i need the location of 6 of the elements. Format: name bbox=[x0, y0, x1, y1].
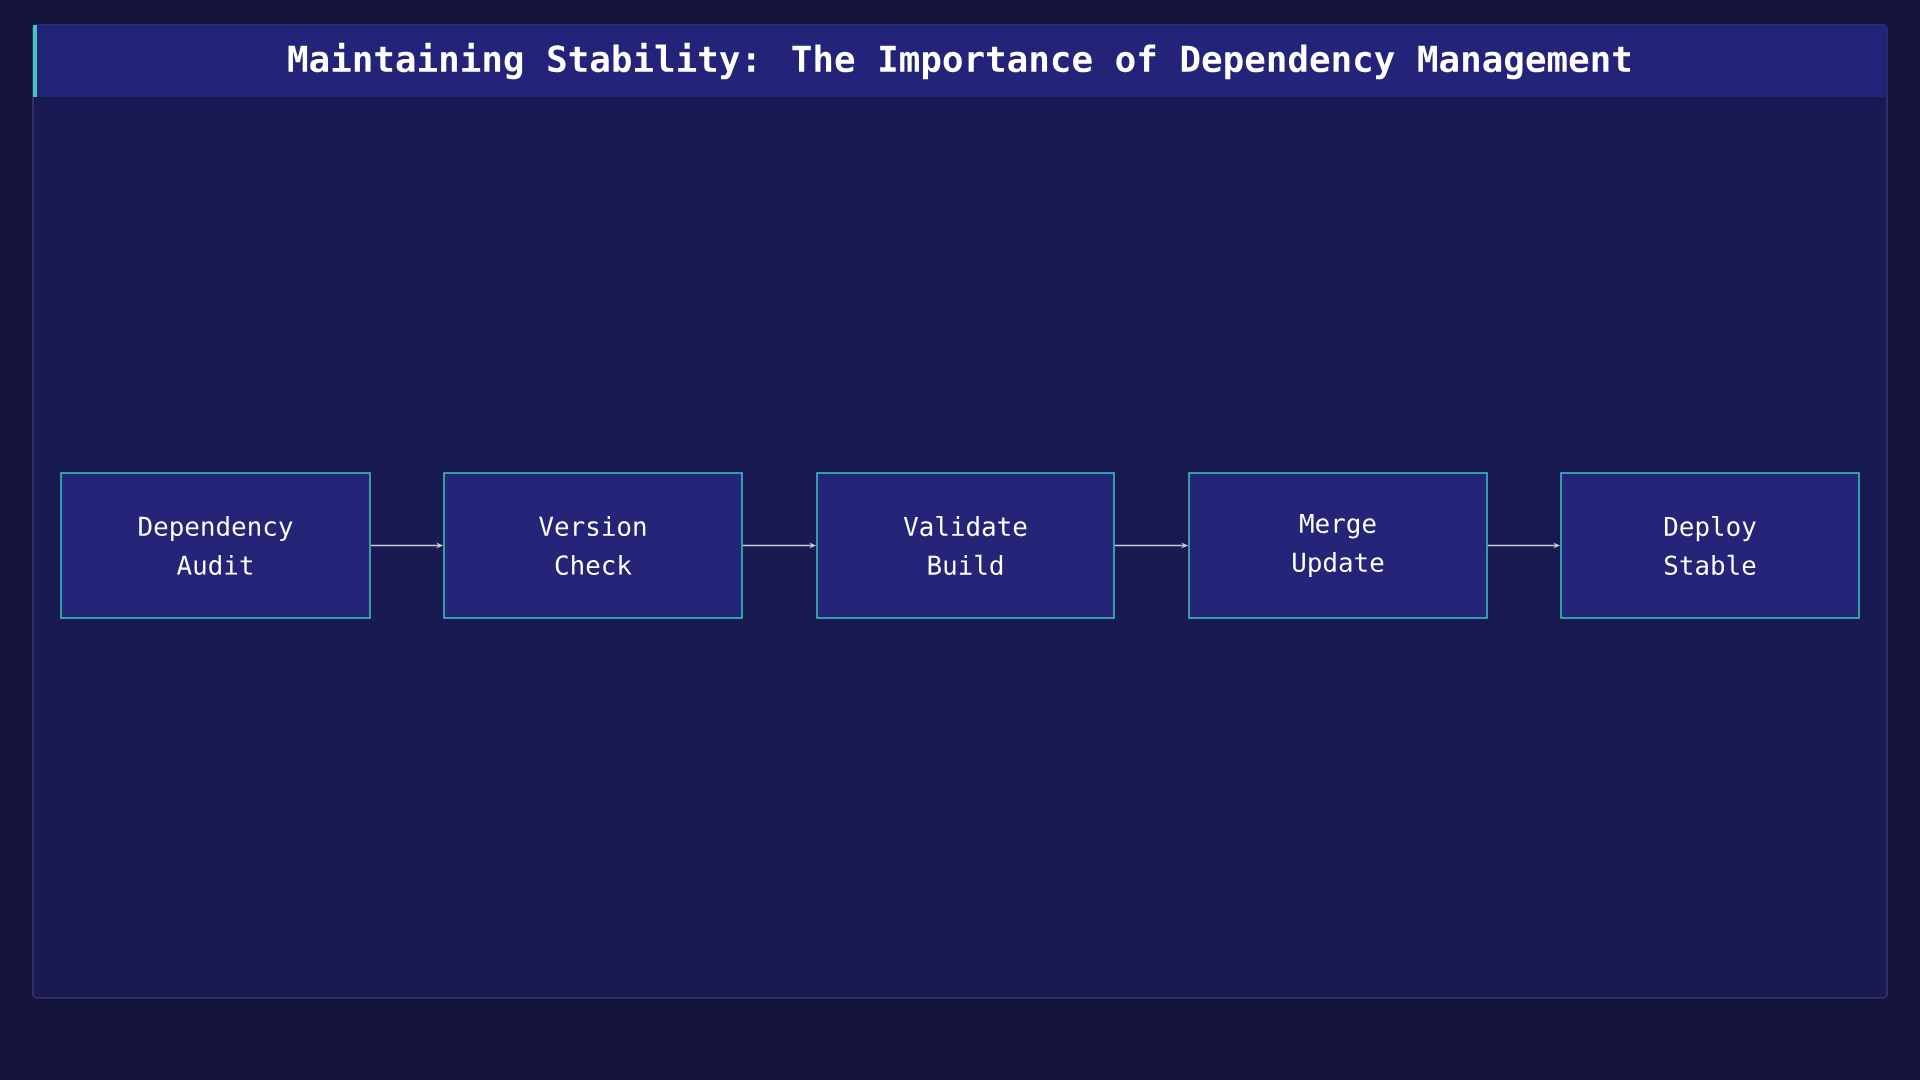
process-box: Dependency Audit bbox=[60, 472, 371, 619]
title: Maintaining Stability: The Importance of Dependency Management bbox=[288, 42, 1631, 80]
process-box: Validate Build bbox=[816, 472, 1115, 619]
process-box: Merge Update bbox=[1188, 472, 1488, 619]
process-box: Deploy Stable bbox=[1560, 472, 1860, 619]
process-box: Version Check bbox=[443, 472, 743, 619]
